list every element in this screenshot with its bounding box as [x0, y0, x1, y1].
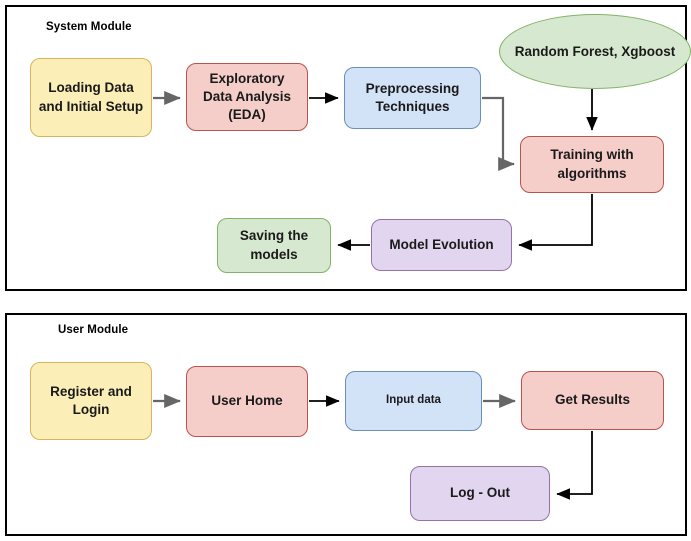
user-module-title: User Module [58, 324, 129, 336]
node-model-evolution[interactable]: Model Evolution [371, 219, 512, 271]
system-module-title: System Module [46, 21, 132, 33]
node-register-and-login[interactable]: Register and Login [30, 362, 152, 440]
node-saving-the-models[interactable]: Saving the models [217, 218, 331, 273]
node-training-with-algorithms[interactable]: Training with algorithms [520, 136, 664, 193]
node-preprocessing-techniques[interactable]: Preprocessing Techniques [344, 67, 481, 129]
node-random-forest-xgboost[interactable]: Random Forest, Xgboost [499, 14, 691, 89]
node-get-results[interactable]: Get Results [521, 371, 664, 430]
node-user-home[interactable]: User Home [186, 366, 308, 437]
node-log-out[interactable]: Log - Out [410, 466, 550, 521]
node-loading-data[interactable]: Loading Data and Initial Setup [30, 58, 152, 137]
node-input-data[interactable]: Input data [345, 371, 482, 431]
node-exploratory-data-analysis[interactable]: Exploratory Data Analysis (EDA) [186, 63, 308, 131]
